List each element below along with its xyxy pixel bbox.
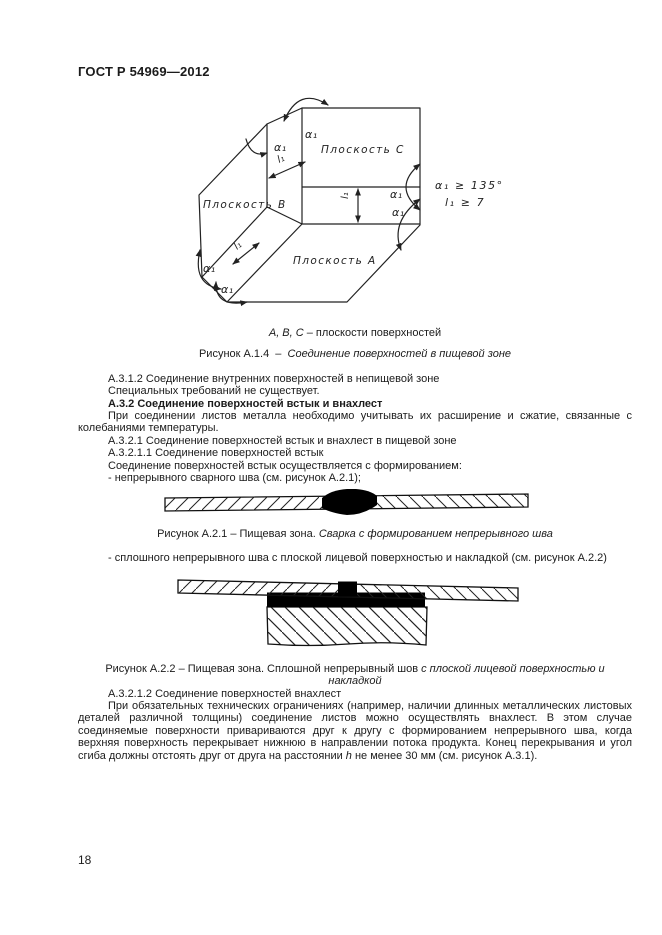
sheet-outline (177, 579, 519, 602)
sheet-hatch-left (165, 496, 350, 511)
caption-title: Сварка с формированием непрерывного шва (318, 528, 553, 540)
l1-condition-note: l₁ ≥ 7 (445, 196, 485, 209)
diagram-outline (198, 107, 421, 303)
overlap-text-2: не менее 30 мм (см. рисунок А.3.1). (351, 749, 538, 762)
overlap-text-1: При обязательных технических ограничения… (78, 700, 632, 762)
para-a312: А.3.1.2 Соединение внутренних поверхност… (108, 373, 440, 385)
figure-a14-diagram: Плоскость В Плоскость С Плоскость А α₁ α… (195, 97, 504, 307)
figure-a21-caption: Рисунок А.2.1 – Пищевая зона. Сварка с ф… (78, 528, 632, 540)
subcaption-text: – плоскости поверхностей (303, 327, 442, 339)
para-a3212: А.3.2.1.2 Соединение поверхностей внахле… (108, 687, 342, 700)
figure-a21-drawing (164, 489, 529, 515)
sheet-hatch-left (178, 580, 347, 597)
caption-prefix: Рисунок А.2.1 – Пищевая зона. (157, 528, 319, 540)
para-a3211: А.3.2.1.1 Соединение поверхностей встык (108, 447, 324, 459)
figure-a14-subcaption: А, В, С – плоскости поверхностей (78, 327, 632, 339)
l1-label: l₁ (340, 192, 351, 199)
plane-c-label: Плоскость С (321, 144, 405, 156)
weld-bead (322, 489, 377, 515)
page-number: 18 (78, 853, 92, 867)
sheet-hatch-right (350, 494, 528, 509)
figure-a14-caption: Рисунок А.1.4 – Соединение поверхностей … (78, 348, 632, 360)
plane-a-label: Плоскость А (293, 255, 377, 267)
center-weld (338, 581, 357, 597)
para-expansion: При соединении листов металла необходимо… (78, 410, 632, 435)
alpha-label: α₁ (274, 141, 287, 154)
dimension-arrow (232, 242, 260, 265)
dimension-arrow (268, 161, 306, 179)
caption-title: с плоской лицевой поверхностью и накладк… (328, 662, 608, 687)
dimension-h-symbol: h (345, 749, 352, 762)
angle-arc (283, 97, 329, 122)
caption-prefix: Рисунок А.2.2 – Пищевая зона. Сплошной н… (105, 662, 422, 675)
plane-letters: А, В, С (268, 327, 304, 339)
standard-number: ГОСТ Р 54969—2012 (78, 64, 210, 79)
l1-label: l₁ (276, 153, 287, 166)
angle-arc (245, 138, 268, 158)
para-overlap: При обязательных технических ограничения… (78, 700, 632, 762)
para-forming: Соединение поверхностей встык осуществля… (108, 459, 462, 472)
alpha-label: α₁ (392, 206, 405, 219)
angle-arc (395, 198, 421, 251)
l1-label: l₁ (232, 240, 244, 253)
sheet-outline (164, 493, 529, 512)
backing-block (266, 606, 428, 647)
plane-b-label: Плоскость В (203, 199, 287, 211)
alpha-label: α₁ (203, 262, 216, 275)
angle-arc (212, 281, 248, 307)
alpha-label: α₁ (390, 188, 403, 201)
heading-a32: А.3.2 Соединение поверхностей встык и вн… (108, 397, 383, 410)
para-spec-requirements: Специальных требований не существует. (108, 385, 320, 397)
alpha-label: α₁ (305, 128, 318, 141)
figure-a22-drawing (177, 579, 519, 647)
list-item-continuous-seam: - непрерывного сварного шва (см. рисунок… (108, 471, 361, 484)
sheet-hatch-right (347, 584, 518, 601)
alpha-label: α₁ (221, 283, 234, 296)
para-a321: А.3.2.1 Соединение поверхностей встык и … (108, 435, 457, 447)
caption-prefix: Рисунок А.1.4 – (198, 348, 288, 360)
caption-title: Соединение поверхностей в пищевой зоне (287, 348, 512, 360)
figure-a22-caption: Рисунок А.2.2 – Пищевая зона. Сплошной н… (78, 663, 632, 688)
alpha-condition-note: α₁ ≥ 135° (435, 179, 504, 192)
list-item-flat-seam: - сплошного непрерывного шва с плоской л… (108, 551, 607, 564)
